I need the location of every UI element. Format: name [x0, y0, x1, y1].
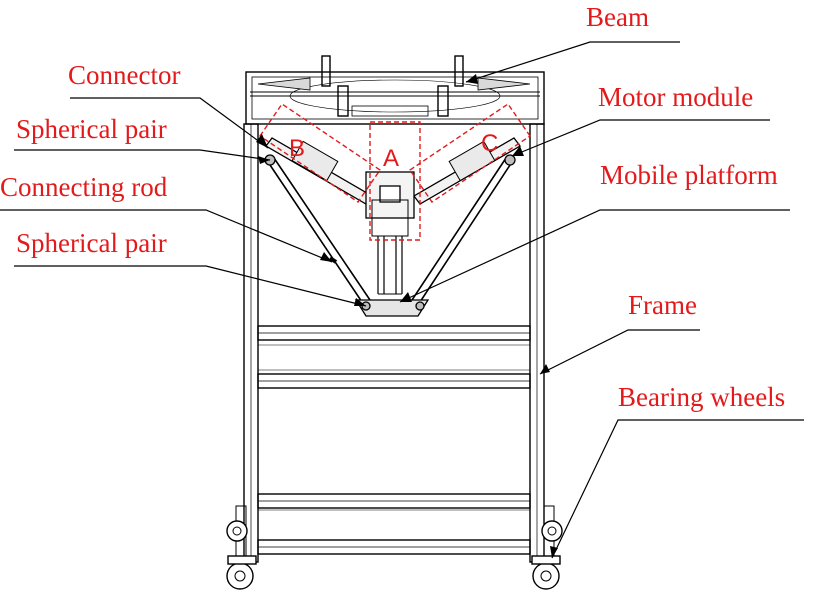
bearing-wheels	[226, 520, 563, 590]
zone-box-b	[259, 103, 381, 203]
leader-motor-module	[511, 119, 770, 157]
connecting-rod-left-b	[273, 157, 371, 301]
arrow-heads	[256, 74, 558, 558]
beam-post-left	[321, 55, 331, 87]
connecting-rod-left-a	[267, 161, 363, 303]
zone-box-c	[409, 103, 531, 203]
label-frame: Frame	[628, 290, 697, 320]
label-spherical-pair-top: Spherical pair	[16, 114, 167, 144]
label-beam: Beam	[586, 2, 649, 32]
zone-boxes	[259, 103, 531, 241]
zone-box-a	[369, 121, 421, 241]
frame-structure	[235, 55, 555, 563]
leader-lines	[0, 41, 804, 559]
spherical-joint-bottom-right	[415, 301, 425, 311]
zone-label-a: A	[383, 145, 399, 172]
leader-beam	[465, 41, 680, 83]
label-spherical-pair-bottom: Spherical pair	[16, 228, 167, 258]
connecting-rod-right-b	[411, 157, 507, 301]
leader-connecting-rod	[0, 209, 333, 263]
leader-spherical-pair-top	[14, 149, 271, 161]
beam-post-right	[454, 55, 464, 87]
leader-connector	[70, 97, 269, 149]
spherical-joint-top-right	[504, 154, 516, 166]
label-connecting-rod: Connecting rod	[0, 172, 168, 202]
zone-label-b: B	[289, 135, 305, 162]
connecting-rod-right-a	[419, 161, 513, 303]
delta-mechanism	[264, 137, 521, 317]
zone-label-c: C	[481, 130, 498, 157]
label-connector: Connector	[68, 60, 180, 90]
leader-bearing-wheels	[551, 419, 804, 559]
leader-frame	[539, 329, 700, 375]
label-bearing-wheels: Bearing wheels	[618, 382, 785, 412]
label-mobile-platform: Mobile platform	[600, 160, 778, 190]
top-housing	[245, 71, 545, 125]
leader-spherical-pair-bottom	[14, 265, 367, 307]
label-motor-module: Motor module	[598, 82, 753, 112]
leader-mobile-platform	[399, 209, 790, 303]
